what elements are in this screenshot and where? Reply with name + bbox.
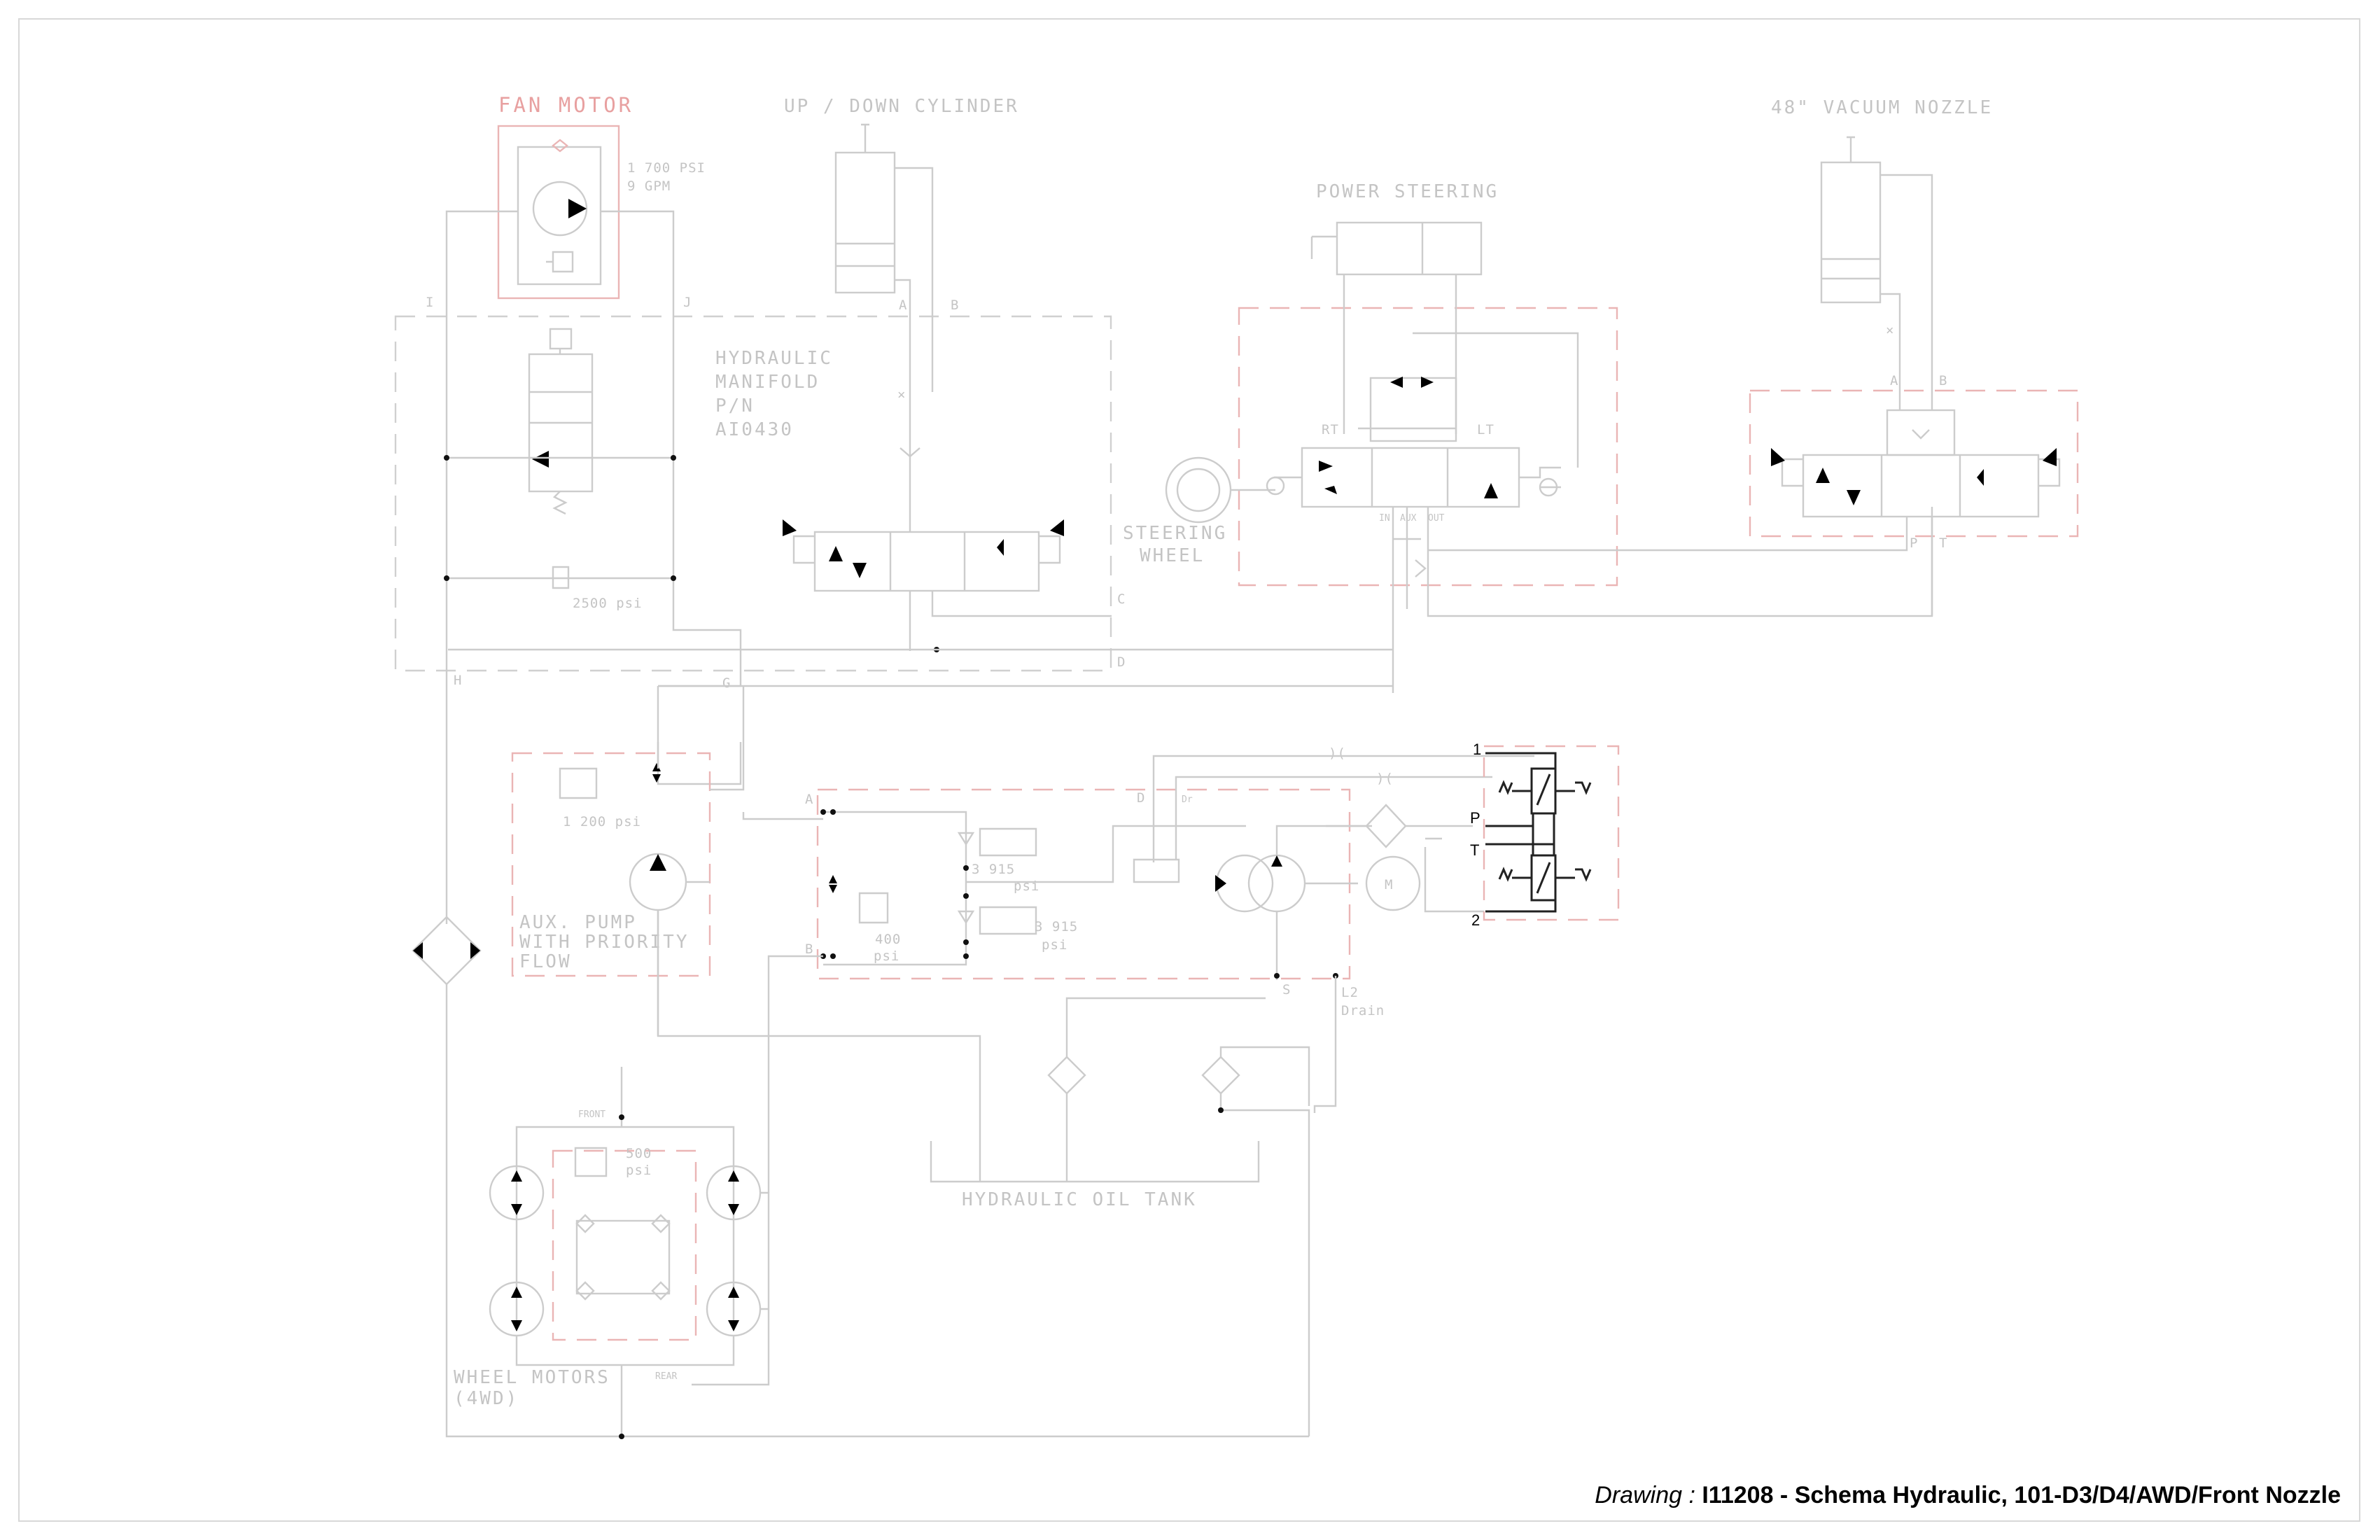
wheel-motors-label-2: (4WD): [454, 1388, 519, 1409]
vacuum-flow-control-icon: ⨯: [1886, 323, 1894, 338]
port-i: I: [426, 295, 434, 310]
manifold-label-3: P/N: [715, 396, 755, 416]
psi-3915b-unit: psi: [1042, 937, 1068, 953]
joystick-port-2: 2: [1471, 911, 1480, 929]
updown-control-valve: [813, 531, 1040, 592]
return-filter-left: [412, 916, 482, 986]
wheel-motors-label-1: WHEEL MOTORS: [454, 1367, 610, 1388]
aux-pump-label-2: WITH PRIORITY: [519, 932, 690, 953]
steering-motor: [1369, 377, 1457, 442]
aux-pump-label-1: AUX. PUMP: [519, 912, 637, 933]
joystick-port-1: 1: [1473, 741, 1481, 758]
port-p-vacuum: P: [1910, 536, 1918, 551]
electric-motor-icon: [1365, 855, 1421, 911]
joystick-boundary: [1483, 745, 1620, 921]
wheel-motor-fl: [489, 1165, 545, 1221]
l2-label: L2: [1341, 985, 1359, 1000]
port-g: G: [722, 676, 731, 691]
port-c: C: [1117, 592, 1126, 607]
fan-psi: 1 700 PSI: [627, 160, 706, 176]
port-in: IN: [1379, 513, 1390, 524]
manifold-label-4: AI0430: [715, 419, 794, 440]
rear-label: REAR: [655, 1371, 677, 1382]
port-d: D: [1117, 654, 1126, 670]
drain-label: Drain: [1341, 1003, 1385, 1018]
port-j: J: [683, 295, 692, 310]
vacuum-control-valve: [1802, 454, 2040, 518]
updown-cylinder-label: UP / DOWN CYLINDER: [784, 96, 1019, 117]
drawing-title-block: Drawing : I11208 - Schema Hydraulic, 101…: [1595, 1482, 2341, 1509]
manifold-label-1: HYDRAULIC: [715, 348, 833, 369]
vacuum-nozzle-cylinder: [1820, 161, 1882, 304]
port-a-vacuum: A: [1890, 373, 1898, 388]
psi-3915b: 3 915: [1035, 919, 1078, 934]
port-pb: B: [805, 941, 813, 957]
joystick-port-t: T: [1470, 841, 1479, 859]
orifice-1: )(: [1329, 746, 1346, 761]
drawing-frame: [18, 18, 2360, 1522]
port-pd: D: [1137, 790, 1145, 806]
steering-wheel-icon: [1165, 456, 1232, 524]
port-a-cylinder: A: [899, 298, 907, 313]
vacuum-boundary: [1749, 389, 2079, 538]
power-steering-cylinder: [1336, 221, 1483, 276]
port-pa: A: [805, 792, 813, 807]
fan-gpm: 9 GPM: [627, 178, 671, 194]
pressure-filter: [1365, 804, 1407, 848]
psi-500: 500: [626, 1146, 652, 1161]
port-pdr: Dr: [1182, 794, 1193, 805]
port-b-vacuum: B: [1939, 373, 1947, 388]
flow-control-icon: ⨯: [897, 387, 906, 402]
wheel-motors-boundary: [552, 1149, 697, 1341]
psi-400: 400: [875, 932, 901, 947]
front-label: FRONT: [578, 1110, 606, 1120]
port-s: S: [1282, 982, 1291, 997]
wheel-flow-divider: [575, 1219, 671, 1295]
tank-filter-right: [1201, 1056, 1240, 1095]
port-t-vacuum: T: [1939, 536, 1947, 551]
manifold-label-2: MANIFOLD: [715, 372, 820, 393]
tank-filter-left: [1047, 1056, 1086, 1095]
psi-1200: 1 200 psi: [563, 814, 641, 830]
hydraulic-oil-tank: [930, 1141, 1260, 1183]
steering-wheel-label-1: STEERING: [1123, 523, 1227, 544]
drawing-title-value: I11208 - Schema Hydraulic, 101-D3/D4/AWD…: [1702, 1482, 2341, 1508]
drawing-title-prefix: Drawing :: [1595, 1482, 1702, 1508]
motor-m: M: [1385, 877, 1393, 892]
port-b-cylinder: B: [951, 298, 959, 313]
aux-pump-boundary: [511, 752, 711, 977]
port-lt: LT: [1477, 422, 1494, 438]
joystick-port-p: P: [1470, 809, 1480, 827]
psi-3915a-unit: psi: [1014, 878, 1040, 894]
solenoid-icon: [549, 328, 573, 350]
aux-pump-label-3: FLOW: [519, 951, 572, 972]
psi-400-unit: psi: [874, 948, 899, 964]
port-aux: AUX: [1400, 513, 1417, 524]
psi-3915a: 3 915: [972, 862, 1015, 877]
steering-wheel-label-2: WHEEL: [1140, 545, 1205, 566]
psi-2500: 2500 psi: [573, 596, 643, 611]
psi-500-unit: psi: [626, 1163, 652, 1178]
power-steering-label: POWER STEERING: [1316, 181, 1499, 202]
updown-cylinder: [834, 151, 896, 294]
port-h: H: [454, 673, 462, 688]
fan-motor-label: FAN MOTOR: [498, 93, 634, 117]
orifice-2: )(: [1376, 771, 1394, 786]
tank-label: HYDRAULIC OIL TANK: [962, 1189, 1197, 1210]
port-out: OUT: [1428, 513, 1445, 524]
fan-motor-housing: [517, 146, 602, 286]
hydraulic-manifold-boundary: [394, 315, 1112, 672]
vacuum-check-valve: [1886, 409, 1956, 456]
port-rt: RT: [1322, 422, 1339, 438]
vacuum-nozzle-label: 48" VACUUM NOZZLE: [1771, 97, 1993, 118]
